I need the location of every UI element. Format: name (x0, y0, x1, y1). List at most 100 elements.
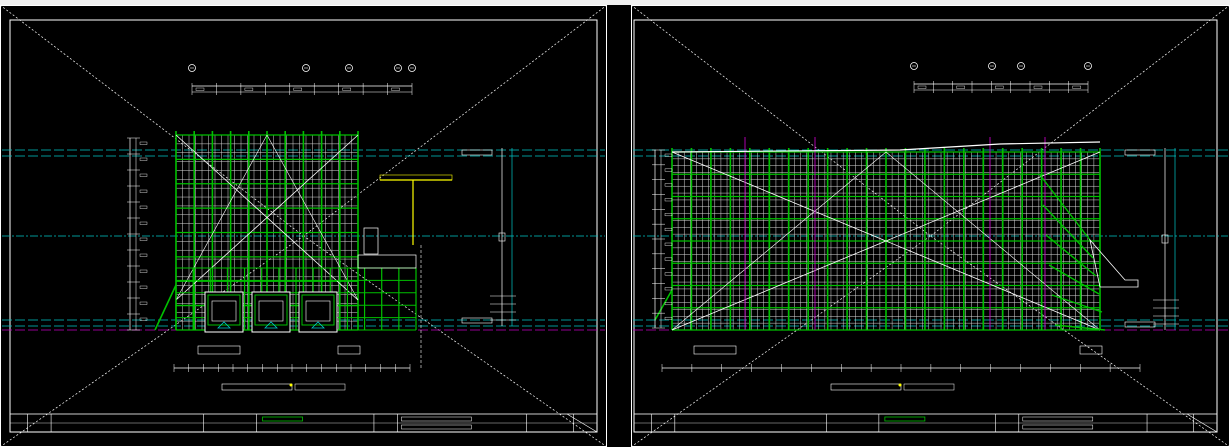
left-dimension-text (664, 168, 673, 172)
title-label (294, 383, 346, 391)
section-label (1079, 345, 1103, 355)
grid-bubble (302, 64, 310, 72)
left-dimension-text (664, 316, 673, 320)
grid-bubble (188, 64, 196, 72)
left-dimension-text (664, 227, 673, 231)
title-block-text (1022, 416, 1094, 422)
roof-profile (671, 141, 1101, 153)
title-block-text (401, 416, 472, 422)
section-label (337, 345, 361, 355)
stair-stringer (1048, 264, 1100, 295)
left-elevation (0, 4, 608, 447)
gate-base-mark (217, 321, 231, 329)
title-marker (898, 383, 902, 387)
left-dimension-text (139, 317, 148, 321)
grid-bubble (910, 62, 918, 70)
title-block-text (401, 424, 472, 430)
left-dimension-text (664, 242, 673, 246)
title-label (221, 383, 293, 391)
title-label (830, 383, 902, 391)
grid-bubble (1017, 62, 1025, 70)
grid-bubble (394, 64, 402, 72)
gate-box (298, 291, 338, 333)
level-tag (1124, 149, 1156, 156)
left-dimension-text (139, 285, 148, 289)
dimension-text (391, 87, 400, 91)
left-dimension-text (139, 301, 148, 305)
left-dimension-text (139, 205, 148, 209)
viewport-frame (631, 5, 1230, 447)
side-structure (363, 227, 379, 255)
left-dimension-text (664, 302, 673, 306)
canopy-outline (1089, 238, 1139, 288)
title-block (9, 413, 598, 433)
gate-box-inner (254, 294, 288, 326)
side-canopy (357, 254, 417, 269)
level-tag (1124, 321, 1156, 328)
scaffold-grid (654, 137, 1139, 331)
dimension-text (956, 85, 965, 89)
gate-base-mark (311, 321, 325, 329)
title-block (633, 413, 1218, 433)
gate-base-mark (264, 321, 278, 329)
bracing-diagonal (885, 151, 1101, 331)
bracing-diagonal (175, 134, 359, 301)
section-label (197, 345, 241, 355)
left-dimension-text (664, 153, 673, 157)
title-block-text (1022, 424, 1094, 430)
gate-box-window (305, 300, 331, 322)
perspective-diagonal (930, 4, 1230, 237)
perspective-diagonal (0, 4, 304, 237)
grid-bubble (988, 62, 996, 70)
brace-leg (654, 289, 673, 321)
brace-leg (154, 284, 177, 331)
level-tag (461, 317, 493, 324)
gate-box (204, 291, 244, 333)
crane-label-box (379, 174, 453, 181)
title-marker (289, 383, 293, 387)
grid-bubble (1084, 62, 1092, 70)
bracing-diagonal (175, 134, 268, 301)
left-dimension-text (139, 221, 148, 225)
left-dimension-text (139, 253, 148, 257)
dimension-text (1033, 85, 1043, 89)
section-label (693, 345, 737, 355)
stair-stringer (1045, 234, 1097, 277)
grid-bubble (345, 64, 353, 72)
title-block-diagonal (1186, 413, 1218, 433)
stair-stringer (1039, 174, 1091, 241)
stair-stringer (1051, 294, 1103, 313)
left-dimension-text (664, 213, 673, 217)
left-dimension-text (664, 198, 673, 202)
gate-box-inner (301, 294, 335, 326)
perspective-diagonal (303, 235, 608, 447)
gate-box-window (258, 300, 284, 322)
left-dimension-text (664, 257, 673, 261)
left-dimension-text (139, 173, 148, 177)
title-block-logo (262, 416, 303, 422)
level-tag (1161, 234, 1169, 244)
stair-stringer (1042, 204, 1094, 259)
perspective-diagonal (630, 235, 931, 447)
right-elevation (630, 4, 1230, 447)
title-block-logo (884, 416, 926, 422)
title-label (903, 383, 955, 391)
left-dimension-text (139, 141, 148, 145)
left-dimension-text (139, 269, 148, 273)
bracing-diagonal (671, 151, 887, 331)
left-dimension-text (664, 272, 673, 276)
grid-bubble (408, 64, 416, 72)
viewport-separator (608, 5, 630, 447)
dimension-text (1072, 85, 1081, 89)
gate-box-window (211, 300, 237, 322)
dimension-text (195, 87, 205, 91)
dimension-text (995, 85, 1004, 89)
left-dimension-text (139, 157, 148, 161)
perspective-diagonal (630, 4, 931, 237)
title-block-diagonal (566, 413, 598, 433)
left-dimension-text (664, 287, 673, 291)
gate-box-inner (207, 294, 241, 326)
dimension-text (244, 87, 254, 91)
dimension-text (342, 87, 351, 91)
